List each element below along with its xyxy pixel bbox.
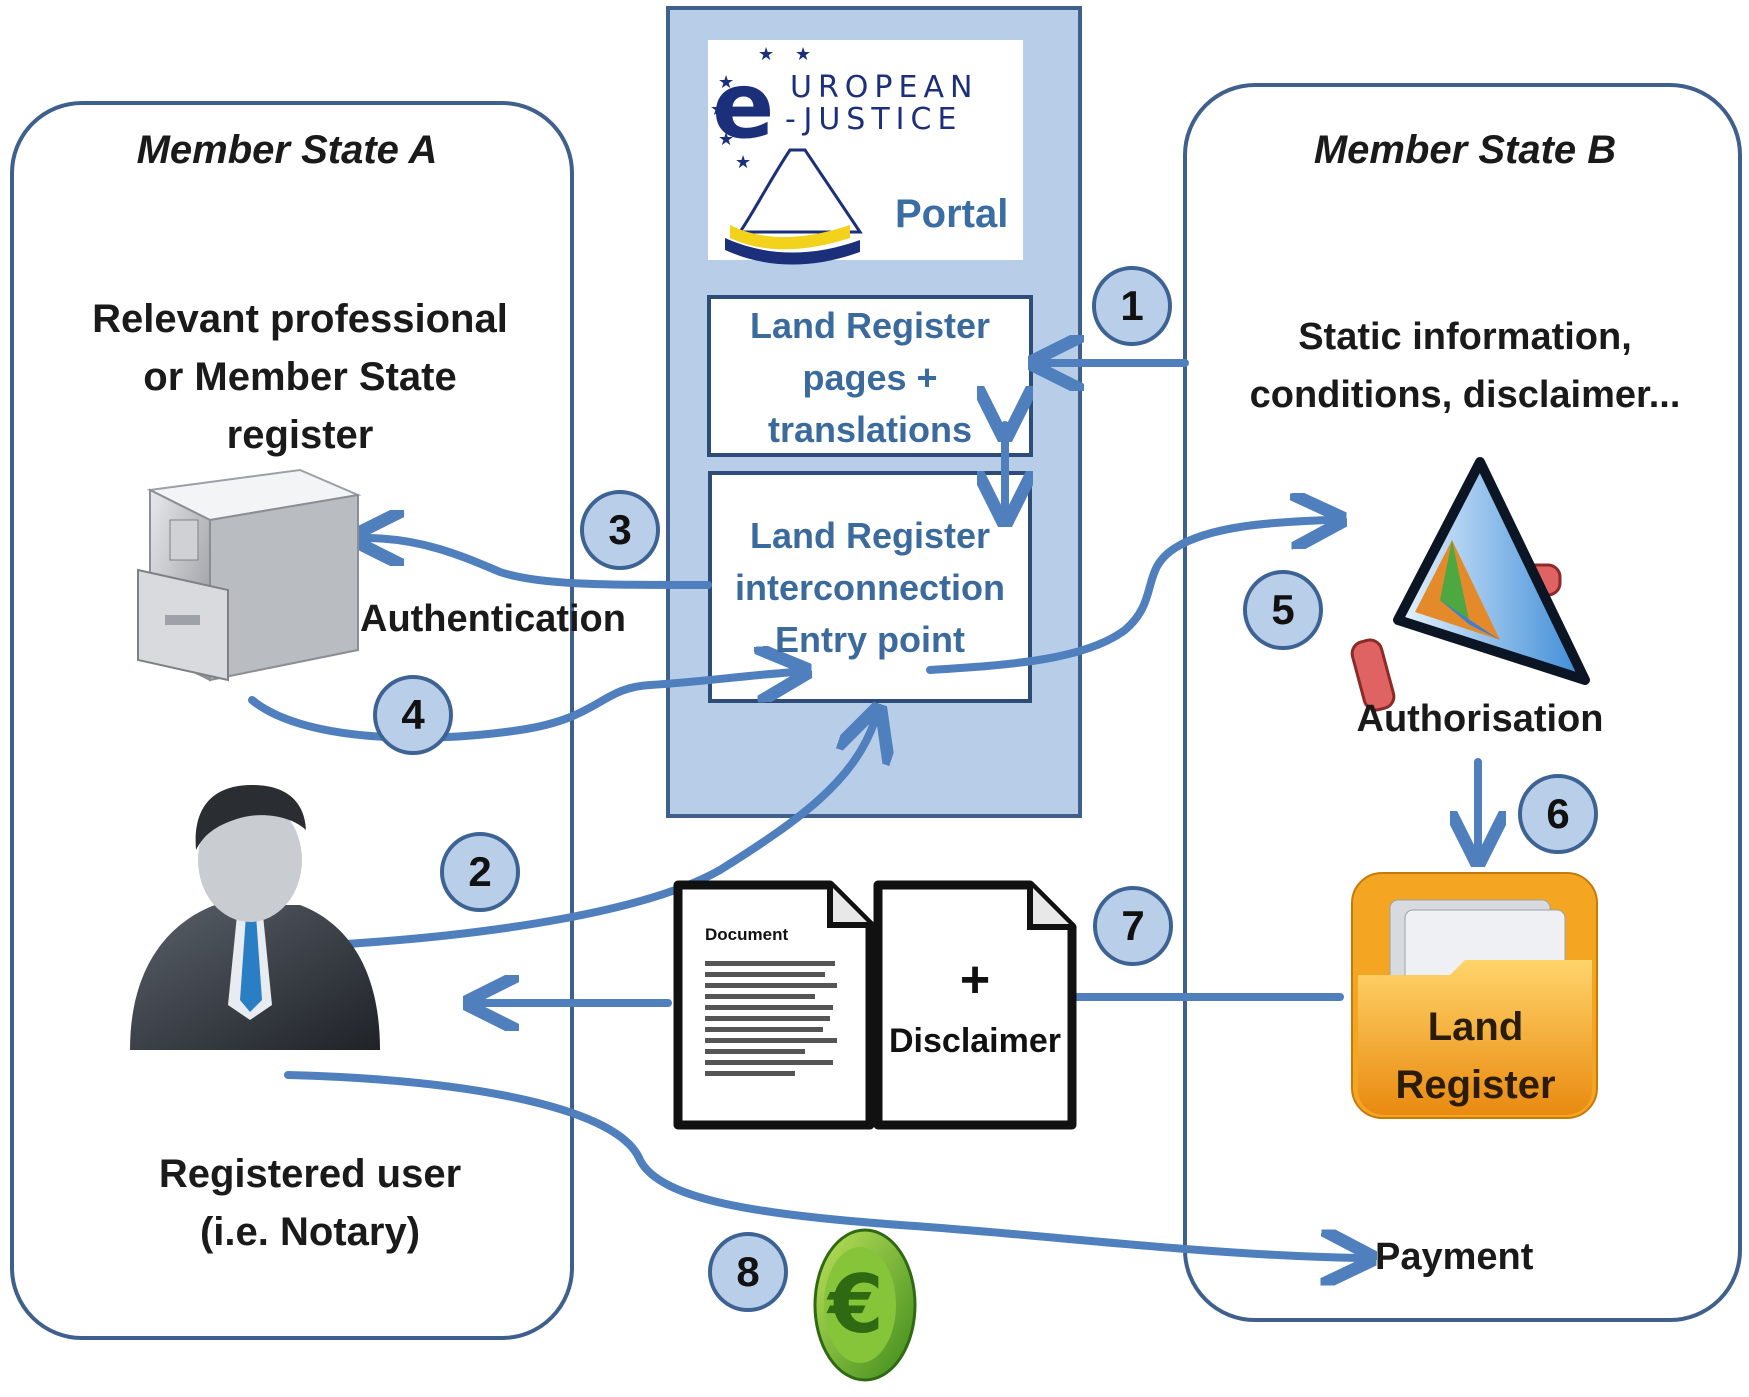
step-badge-4: 4 [373, 675, 453, 755]
pages-box-line-3: translations [767, 409, 973, 450]
euro-coin-icon [813, 1228, 917, 1382]
land-register-line-2: Register [1395, 1063, 1556, 1107]
land-register-label: Land Register [1358, 998, 1593, 1114]
registered-user-line-1: Registered user [158, 1152, 462, 1196]
land-register-line-1: Land [1427, 1005, 1524, 1049]
registered-user-label: Registered user (i.e. Notary) [120, 1145, 500, 1261]
entry-box-text: Land Register interconnection Entry poin… [712, 510, 1028, 666]
svg-text:★: ★ [795, 44, 811, 65]
static-info-label: Static information, conditions, disclaim… [1215, 308, 1715, 424]
step-badge-5: 5 [1243, 570, 1323, 650]
svg-text:★: ★ [718, 129, 734, 150]
document-body-lines [705, 955, 845, 1082]
member-state-b-title: Member State B [1313, 128, 1617, 172]
folder-icon [1351, 872, 1598, 1119]
step-badge-8: 8 [708, 1232, 788, 1312]
registered-user-line-2: (i.e. Notary) [199, 1210, 421, 1254]
file-cabinet-icon [137, 468, 362, 682]
logo-line-2: -JUSTICE [785, 102, 963, 137]
authorisation-label: Authorisation [1356, 698, 1604, 740]
disclaimer-label: Disclaimer [889, 1022, 1061, 1060]
logo-portal-word: Portal [895, 192, 1009, 236]
authorisation-shield-icon [1350, 457, 1590, 712]
disclaimer-plus: + [959, 951, 991, 1009]
payment-label: Payment [1375, 1236, 1534, 1278]
static-info-line-2: conditions, disclaimer... [1249, 374, 1681, 416]
svg-text:★: ★ [758, 44, 774, 65]
entry-box-line-1: Land Register [749, 515, 991, 556]
authentication-label: Authentication [360, 598, 626, 640]
pages-box-line-2: pages + [802, 357, 938, 398]
register-label-line-2: or Member State [143, 355, 457, 399]
arrow-step-3 [365, 538, 712, 589]
step-badge-6: 6 [1518, 774, 1598, 854]
logo-line-1: UROPEAN [790, 70, 979, 105]
static-info-line-1: Static information, [1298, 316, 1632, 358]
european-ejustice-logo: ★ ★ ★ ★ ★ ★ [710, 44, 863, 265]
register-label-line-1: Relevant professional [92, 297, 508, 341]
member-state-a-title: Member State A [136, 128, 438, 172]
step-badge-2: 2 [440, 832, 520, 912]
entry-box-line-2: interconnection [734, 567, 1006, 608]
svg-text:★: ★ [735, 152, 751, 173]
euro-symbol: € [828, 1258, 884, 1351]
register-label-line-3: register [226, 413, 374, 457]
register-label: Relevant professional or Member State re… [60, 290, 540, 464]
business-user-icon [130, 785, 380, 1050]
member-state-b-container [1183, 83, 1742, 1322]
svg-text:★: ★ [718, 72, 734, 93]
arrow-step-4 [248, 672, 795, 742]
arrow-step-8 [284, 1071, 1360, 1258]
svg-text:★: ★ [710, 99, 726, 120]
step-badge-7: 7 [1093, 886, 1173, 966]
pages-box-text: Land Register pages + translations [712, 300, 1028, 456]
step-badge-3: 3 [580, 490, 660, 570]
arrow-step-5 [926, 520, 1330, 674]
pages-box-line-1: Land Register [749, 305, 991, 346]
entry-box-line-3: Entry point [775, 619, 965, 660]
disclaimer-document-icon [873, 880, 1077, 1130]
step-badge-1: 1 [1092, 266, 1172, 346]
portal-logo-box [708, 40, 1023, 260]
document-title: Document [705, 925, 789, 944]
arrow-step-2 [326, 720, 875, 949]
logo-e: e [712, 52, 775, 159]
